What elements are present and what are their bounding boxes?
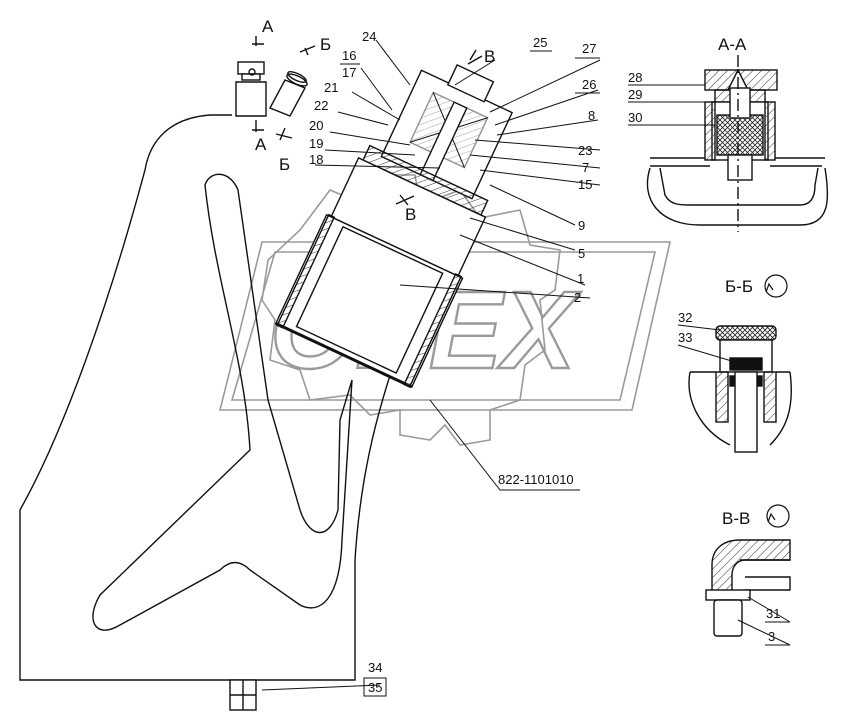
callout-9: 9 (578, 218, 585, 233)
section-b-b-rotate-icon (764, 274, 788, 298)
callout-25: 25 (533, 35, 547, 50)
callout-20: 20 (309, 118, 323, 133)
callout-1: 1 (577, 271, 584, 286)
callout-18: 18 (309, 152, 323, 167)
cut-label-a-bottom: А (255, 135, 267, 154)
callout-22: 22 (314, 98, 328, 113)
cut-label-a-top: А (262, 17, 274, 36)
callout-23: 23 (578, 143, 592, 158)
section-a-a-title: А-А (718, 35, 747, 54)
filler-neck-a (235, 61, 267, 117)
callout-15: 15 (578, 177, 592, 192)
callout-34: 34 (368, 660, 382, 675)
drain-plug (229, 679, 257, 711)
filter-assembly (274, 63, 514, 389)
cut-label-b-top: Б (320, 35, 331, 54)
cut-label-c-bottom: В (405, 205, 416, 224)
callout-5: 5 (578, 246, 585, 261)
cut-labels: А А Б Б В В (255, 17, 495, 224)
section-b-b-title: Б-Б (725, 277, 753, 296)
callout-31: 31 (766, 606, 780, 621)
callout-27: 27 (582, 41, 596, 56)
callout-8: 8 (588, 108, 595, 123)
callout-26: 26 (582, 77, 596, 92)
callout-32: 32 (678, 310, 692, 325)
section-b-b: Б-Б 32 33 (677, 274, 792, 453)
callout-labels: 24 16 17 25 27 26 8 23 7 15 9 5 1 2 21 2… (309, 29, 600, 697)
callout-17: 17 (342, 65, 356, 80)
callout-35: 35 (368, 680, 382, 695)
callout-28: 28 (628, 70, 642, 85)
callout-2: 2 (574, 290, 581, 305)
callout-19: 19 (309, 136, 323, 151)
cut-label-b-bottom: Б (279, 155, 290, 174)
callout-7: 7 (582, 160, 589, 175)
callout-24: 24 (362, 29, 376, 44)
section-c-c: В-В 31 3 (705, 504, 791, 646)
section-a-a: А-А 28 29 30 (628, 35, 829, 232)
section-c-c-rotate-icon (766, 504, 790, 528)
callout-21: 21 (324, 80, 338, 95)
callout-16: 16 (342, 48, 356, 63)
watermark-frame (218, 241, 672, 411)
callout-3: 3 (768, 629, 775, 644)
section-c-c-title: В-В (722, 509, 750, 528)
cut-markers (252, 36, 483, 206)
callout-29: 29 (628, 87, 642, 102)
callout-30: 30 (628, 110, 642, 125)
filler-neck-b (269, 71, 308, 117)
drawing-number: 822-1101010 (498, 472, 574, 487)
callout-33: 33 (678, 330, 692, 345)
leaders (261, 39, 601, 691)
cut-label-c-top: В (484, 47, 495, 66)
